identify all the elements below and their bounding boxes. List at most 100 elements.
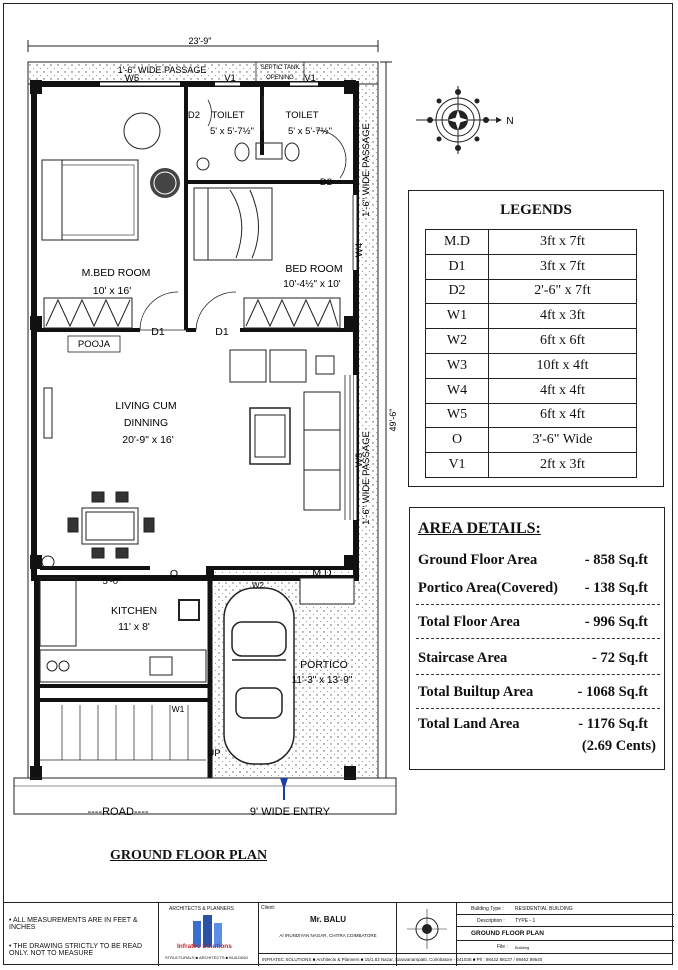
sheet-border bbox=[3, 3, 673, 965]
kitchen-size: 11' x 8' bbox=[118, 621, 150, 633]
info-cell: Building Type : RESIDENTIAL BUILDING Des… bbox=[456, 903, 674, 966]
legend-key: M.D bbox=[425, 229, 489, 255]
bed-name: BED ROOM bbox=[285, 263, 342, 275]
label-dim5: 5'-0" bbox=[103, 576, 122, 587]
side-passage-bottom: 1'-6" WIDE PASSAGE bbox=[361, 431, 372, 525]
label-up: UP bbox=[207, 748, 220, 759]
legend-key: W1 bbox=[425, 303, 489, 330]
firm-cell: ARCHITECTS & PLANNERS Infratec Solutions… bbox=[158, 903, 258, 966]
legend-key: D1 bbox=[425, 253, 489, 280]
kitchen-name: KITCHEN bbox=[111, 605, 157, 617]
label-w3: W3 bbox=[354, 453, 365, 467]
note-read-only: • THE DRAWING STRICTLY TO BE READ ONLY. … bbox=[9, 943, 143, 957]
north-compass: N bbox=[416, 86, 514, 154]
legend-value: 4ft x 3ft bbox=[488, 303, 637, 330]
label-v1a: V1 bbox=[224, 73, 236, 84]
note-measurements: • ALL MEASUREMENTS ARE IN FEET & INCHES bbox=[9, 917, 138, 931]
entry-label: 9' WIDE ENTRY bbox=[250, 806, 331, 818]
living-name1: LIVING CUM bbox=[115, 400, 176, 412]
portico-name: PORTICO bbox=[300, 659, 348, 671]
area-row-builtup: Total Builtup Area- 1068 Sq.ft bbox=[418, 684, 648, 700]
legend-value: 2'-6" x 7ft bbox=[488, 278, 637, 305]
legend-value: 3ft x 7ft bbox=[488, 253, 637, 280]
label-w2: W2 bbox=[252, 581, 265, 590]
toilet1-name: TOILET bbox=[211, 110, 244, 121]
legend-key: V1 bbox=[425, 452, 489, 478]
side-passage-top: 1'-6" WIDE PASSAGE bbox=[361, 123, 372, 217]
client-cell: Client: Mr. BALU AI IRUNDIYAN NAGAR, CHI… bbox=[258, 903, 396, 966]
bed-size: 10'-4½" x 10' bbox=[283, 279, 340, 290]
legend-value: 4ft x 4ft bbox=[488, 377, 637, 404]
file-name: Building bbox=[515, 945, 530, 950]
label-d1a: D1 bbox=[151, 326, 165, 338]
building-type: RESIDENTIAL BUILDING bbox=[515, 906, 573, 912]
label-d2b: D2 bbox=[320, 177, 332, 188]
legend-key: W5 bbox=[425, 402, 489, 429]
area-row-total-floor: Total Floor Area- 996 Sq.ft bbox=[418, 614, 648, 630]
label-w4: W4 bbox=[354, 243, 365, 257]
north-label: N bbox=[506, 116, 513, 127]
drawing-title: GROUND FLOOR PLAN bbox=[110, 848, 268, 863]
toilet2-name: TOILET bbox=[285, 110, 318, 121]
title-block: • ALL MEASUREMENTS ARE IN FEET & INCHES … bbox=[3, 902, 674, 966]
toilet1-size: 5' x 5'-7½" bbox=[210, 126, 254, 137]
area-title: AREA DETAILS: bbox=[418, 520, 541, 537]
legend-key: D2 bbox=[425, 278, 489, 305]
area-row-portico: Portico Area(Covered)- 138 Sq.ft bbox=[418, 580, 648, 596]
compass-cell bbox=[396, 903, 456, 966]
portico-size: 11'-3" x 13'-9" bbox=[292, 675, 353, 686]
living-size: 20'-9" x 16' bbox=[122, 434, 174, 446]
label-o: O bbox=[170, 568, 178, 580]
mbed-size: 10' x 16' bbox=[93, 285, 131, 297]
label-w1: W1 bbox=[172, 704, 185, 714]
living-name2: DINNING bbox=[124, 417, 168, 429]
legend-value: 6ft x 4ft bbox=[488, 402, 637, 429]
overall-width: 23'-9" bbox=[189, 36, 212, 46]
label-d2a: D2 bbox=[188, 110, 200, 121]
legend-key: W3 bbox=[425, 352, 489, 379]
area-row-staircase: Staircase Area- 72 Sq.ft bbox=[418, 650, 648, 666]
area-row-ground: Ground Floor Area- 858 Sq.ft bbox=[418, 552, 648, 568]
legend-value: 10ft x 4ft bbox=[488, 352, 637, 379]
toilet2-size: 5' x 5'-7½" bbox=[288, 126, 332, 137]
legend-key: O bbox=[425, 427, 489, 454]
firm-logo bbox=[193, 915, 222, 947]
client-name: Mr. BALU bbox=[310, 915, 346, 924]
client-address: AI IRUNDIYAN NAGAR, CHITRA COIMBATORE bbox=[279, 933, 377, 938]
septic-label-1: SEPTIC TANK bbox=[261, 65, 300, 71]
road-label: ----ROAD---- bbox=[87, 806, 148, 818]
septic-label-2: OPENING bbox=[266, 75, 294, 81]
top-passage-label: 1'-6" WIDE PASSAGE bbox=[118, 65, 207, 75]
legend-value: 3'-6" Wide bbox=[488, 427, 637, 454]
description: TYPE - 1 bbox=[515, 918, 536, 924]
legend-value: 6ft x 6ft bbox=[488, 328, 637, 354]
floor-plan: 23'-9" 49'-6" 1'-6" WIDE PASSAGE SEPTIC … bbox=[13, 36, 398, 818]
label-md: M.D bbox=[312, 567, 332, 579]
legend-key: W4 bbox=[425, 377, 489, 404]
pooja-label: POOJA bbox=[78, 339, 111, 350]
side-passage bbox=[355, 84, 378, 778]
small-compass-icon bbox=[407, 909, 447, 949]
firm-top: ARCHITECTS & PLANNERS bbox=[169, 906, 235, 912]
area-row-land: Total Land Area- 1176 Sq.ft bbox=[418, 716, 648, 732]
area-details-box: AREA DETAILS: Ground Floor Area- 858 Sq.… bbox=[409, 507, 665, 770]
mbed-name: M.BED ROOM bbox=[82, 267, 151, 279]
footer-address: INFRATEC SOLUTIONS ■ Architects & Planne… bbox=[258, 953, 673, 966]
label-w5: W5 bbox=[125, 73, 139, 84]
area-cents: (2.69 Cents) bbox=[581, 738, 656, 754]
legend-value: 2ft x 3ft bbox=[488, 452, 637, 478]
legends-title: LEGENDS bbox=[500, 202, 572, 218]
firm-bottom: STRUCTURALS ■ ARCHITECTS ■ BUILDING bbox=[165, 955, 249, 960]
